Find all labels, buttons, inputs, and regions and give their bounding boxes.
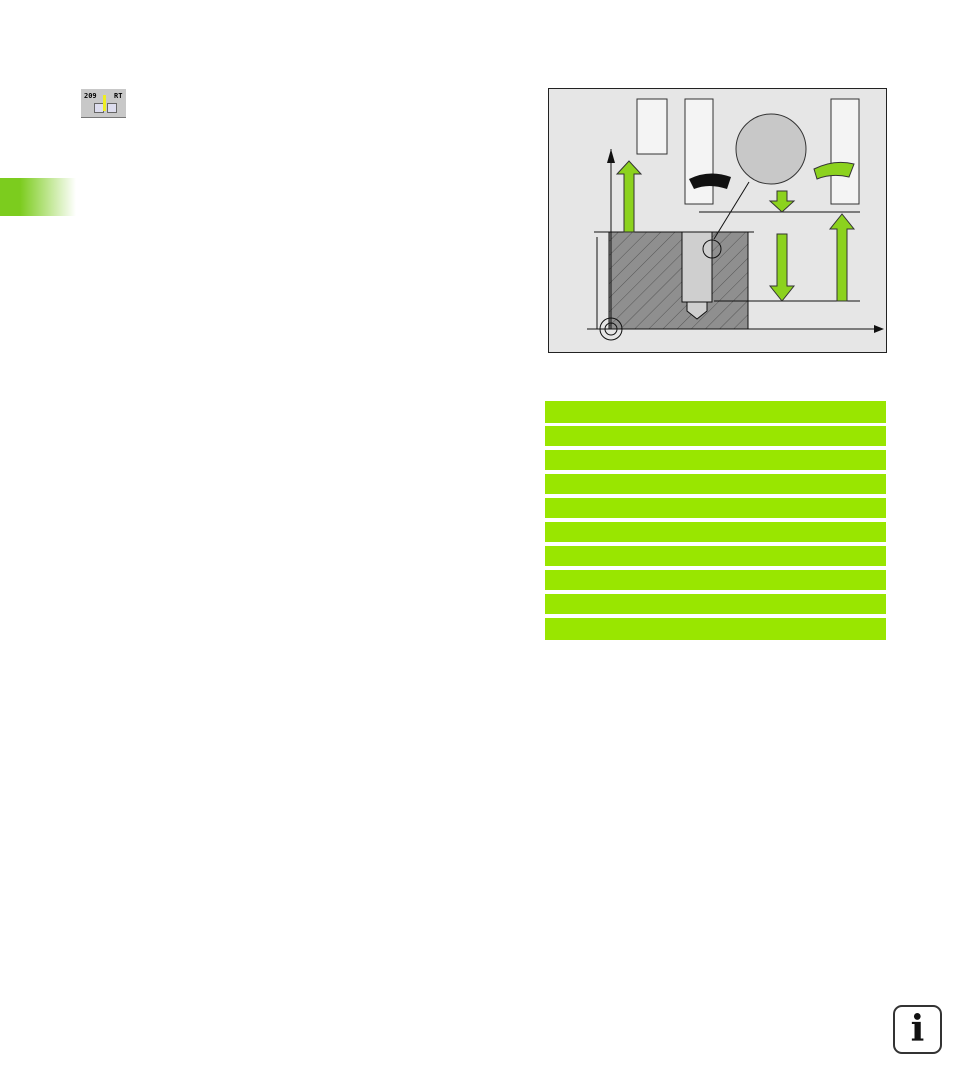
- table-row: [545, 522, 886, 542]
- table-row: [545, 498, 886, 518]
- cycle-label: RT: [114, 92, 123, 100]
- table-row: [545, 618, 886, 640]
- feed-arrow-icon: [768, 233, 796, 302]
- reverse-rotation-icon: [689, 173, 731, 189]
- retract-arrow-icon: [615, 160, 643, 233]
- table-row: [545, 570, 886, 590]
- cycle-number: 209: [84, 92, 97, 100]
- tap-tool-icon: [636, 98, 668, 155]
- tapping-cycle-diagram: [548, 88, 887, 353]
- table-row: [545, 401, 886, 423]
- table-row: [545, 450, 886, 470]
- table-row: [545, 546, 886, 566]
- table-row: [545, 594, 886, 614]
- thread-detail-icon: [735, 113, 807, 185]
- tapped-hole: [681, 231, 713, 303]
- info-icon[interactable]: i: [893, 1005, 942, 1054]
- table-row: [545, 474, 886, 494]
- table-row: [545, 426, 886, 446]
- chapter-tab: [0, 178, 76, 216]
- datum-icon: [599, 317, 623, 341]
- cycle-209-softkey-icon: 209 RT: [81, 89, 126, 118]
- workpiece: [608, 231, 749, 330]
